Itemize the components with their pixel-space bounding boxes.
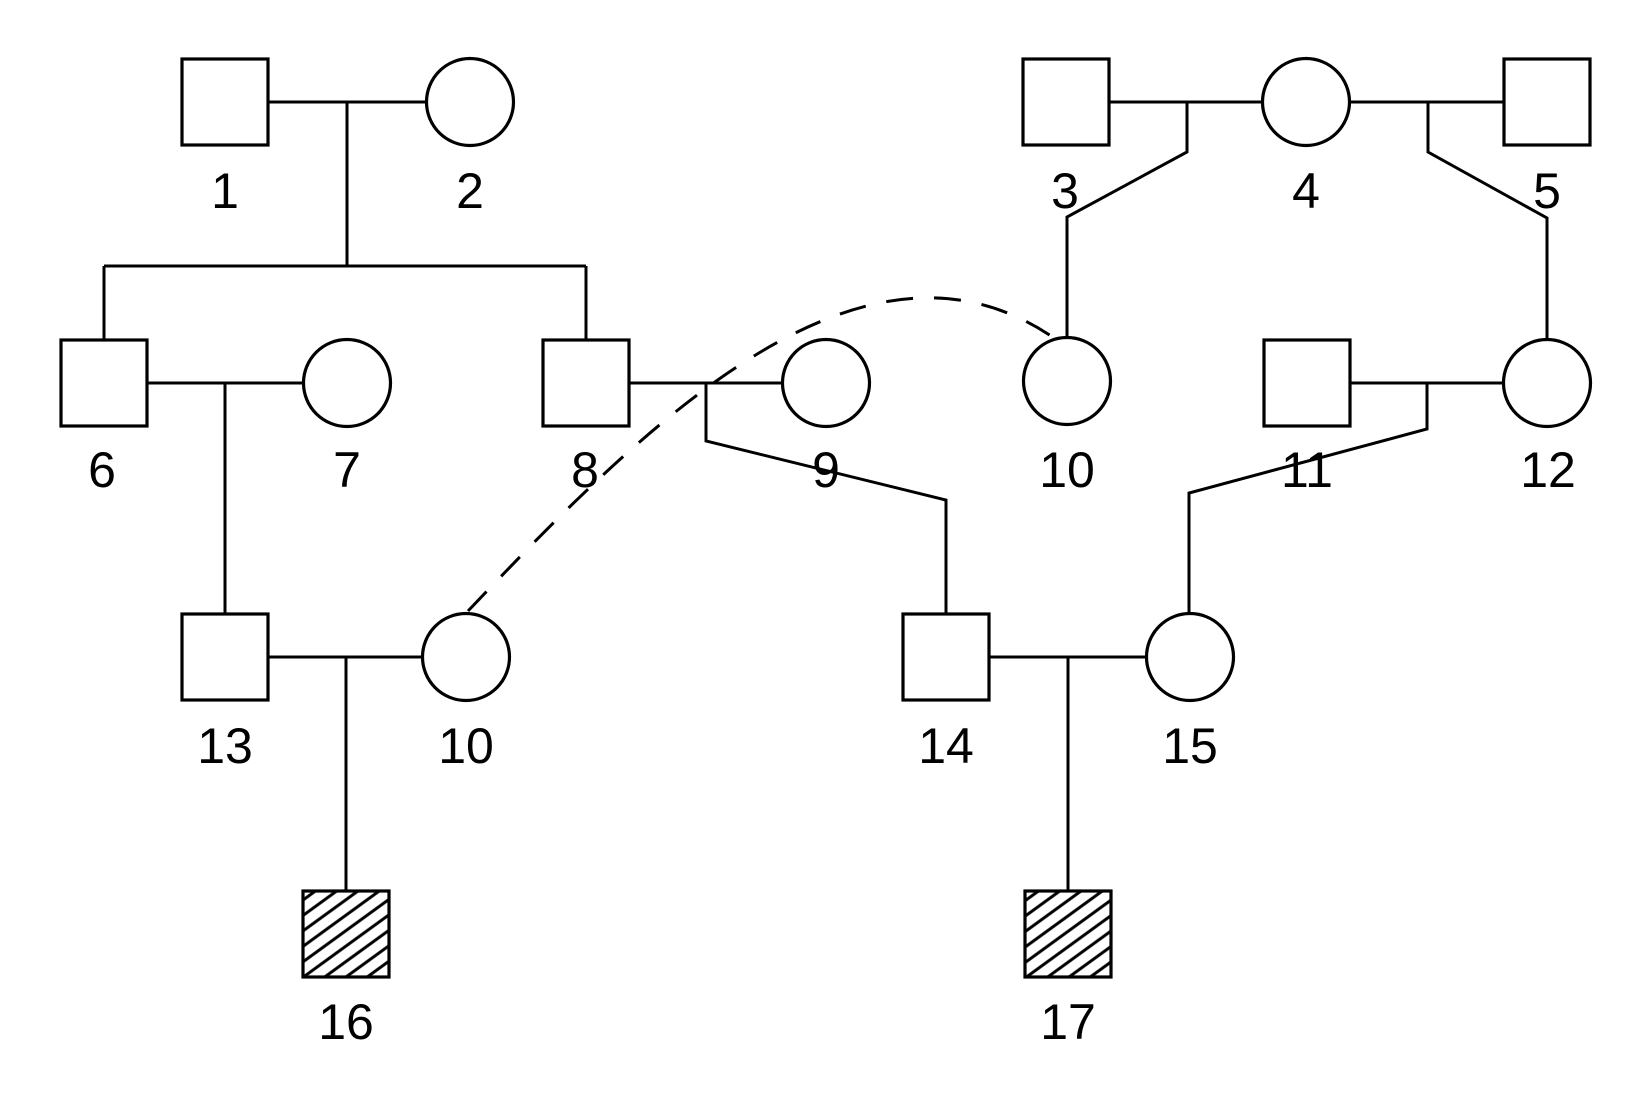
person-16-symbol-male-affected bbox=[301, 889, 391, 979]
individual-symbols-layer bbox=[59, 56, 1593, 979]
person-11-label: 11 bbox=[1281, 442, 1333, 498]
person-17-label: 17 bbox=[1040, 994, 1096, 1050]
person-8-label: 8 bbox=[571, 442, 599, 498]
person-12-symbol-female bbox=[1501, 337, 1593, 429]
person-5-symbol-male bbox=[1502, 57, 1592, 147]
person-12-label: 12 bbox=[1520, 442, 1576, 498]
person-10-upper-symbol-female bbox=[1021, 335, 1113, 427]
person-7-label: 7 bbox=[333, 442, 361, 498]
person-10-upper-label: 10 bbox=[1039, 442, 1095, 498]
person-1-symbol-male bbox=[180, 57, 270, 147]
person-2-label: 2 bbox=[456, 163, 484, 219]
person-9-label: 9 bbox=[812, 442, 840, 498]
descent-3-4-to-10 bbox=[1065, 102, 1189, 338]
person-16-label: 16 bbox=[318, 994, 374, 1050]
person-13-symbol-male bbox=[180, 612, 270, 702]
person-4-symbol-female bbox=[1260, 56, 1352, 148]
person-8-symbol-male bbox=[541, 338, 631, 428]
person-5-label: 5 bbox=[1533, 163, 1561, 219]
person-15-label: 15 bbox=[1162, 718, 1218, 774]
person-17-symbol-male-affected bbox=[1023, 889, 1113, 979]
person-6-label: 6 bbox=[88, 442, 116, 498]
person-4-label: 4 bbox=[1292, 163, 1320, 219]
person-7-symbol-female bbox=[301, 337, 393, 429]
person-2-symbol-female bbox=[424, 56, 516, 148]
person-14-symbol-male bbox=[901, 612, 991, 702]
person-3-label: 3 bbox=[1051, 163, 1079, 219]
person-10-lower-label: 10 bbox=[438, 718, 494, 774]
person-10-lower-symbol-female bbox=[420, 611, 512, 703]
descent-4-5-to-12 bbox=[1426, 102, 1549, 340]
person-6-symbol-male bbox=[59, 338, 149, 428]
relationship-lines-layer bbox=[102, 100, 1549, 891]
person-3-symbol-male bbox=[1021, 57, 1111, 147]
descent-8-9-to-14 bbox=[704, 383, 948, 614]
person-11-symbol-male bbox=[1262, 338, 1352, 428]
person-15-symbol-female bbox=[1144, 611, 1236, 703]
same-individual-10-dashed-curve bbox=[466, 296, 1055, 613]
person-13-label: 13 bbox=[197, 718, 253, 774]
dashed-links-layer bbox=[466, 296, 1055, 613]
person-9-symbol-female bbox=[780, 337, 872, 429]
person-14-label: 14 bbox=[918, 718, 974, 774]
person-1-label: 1 bbox=[211, 163, 239, 219]
descent-11-12-to-15 bbox=[1187, 383, 1429, 614]
